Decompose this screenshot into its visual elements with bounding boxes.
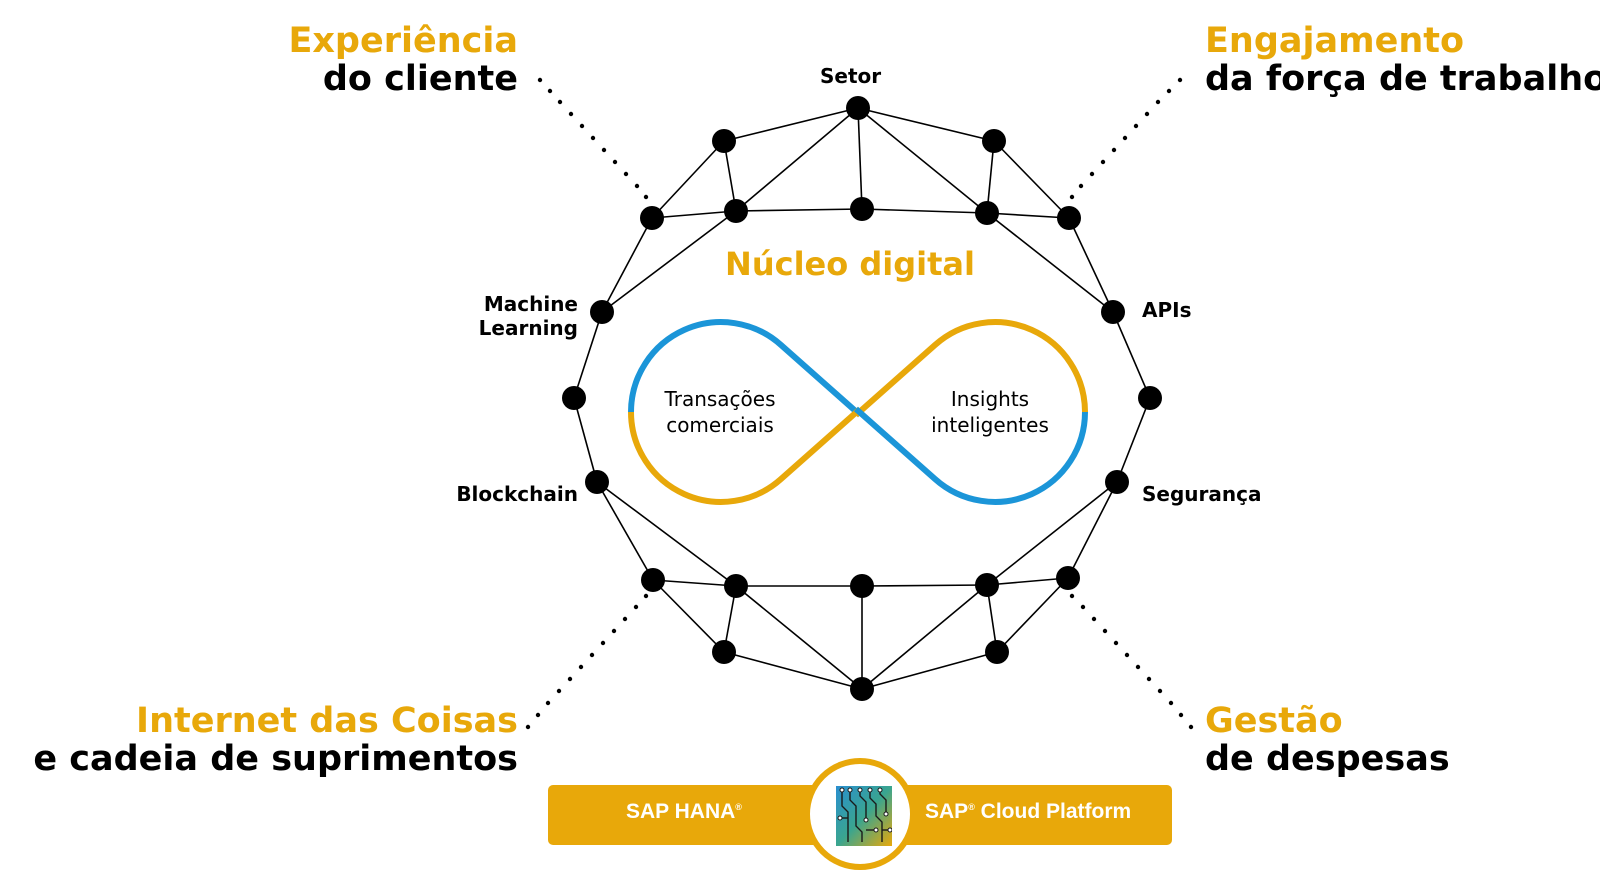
- node-label-line: Machine: [483, 292, 578, 316]
- graph-node: [1056, 566, 1080, 590]
- platform-name: SAP HANA: [626, 800, 736, 823]
- graph-edge: [1112, 311, 1151, 399]
- loop-label-line: Insights: [950, 387, 1030, 411]
- graph-edge: [596, 481, 737, 587]
- graph-node: [585, 470, 609, 494]
- node-label-industry: Setor: [820, 64, 882, 88]
- corner-expense-management: Gestão de despesas: [1205, 702, 1450, 778]
- corner-subtitle: de despesas: [1205, 739, 1450, 779]
- graph-edge: [993, 140, 1070, 219]
- graph-edge: [986, 212, 1070, 219]
- corner-highlight: Engajamento: [1205, 21, 1465, 61]
- graph-node: [641, 568, 665, 592]
- corner-highlight: Internet das Coisas: [136, 701, 518, 741]
- graph-node: [1101, 300, 1125, 324]
- graph-node: [712, 129, 736, 153]
- graph-node: [846, 96, 870, 120]
- dotted-connectors: [525, 77, 1194, 730]
- graph-edge: [857, 107, 988, 214]
- graph-node: [590, 300, 614, 324]
- center-title: Núcleo digital: [725, 245, 975, 283]
- infinity-right-top-arc: [854, 319, 1088, 418]
- graph-node: [640, 206, 664, 230]
- graph-edge: [1116, 397, 1151, 483]
- node-label-apis: APIs: [1142, 298, 1192, 322]
- graph-edge: [861, 208, 988, 214]
- graph-edge: [861, 651, 998, 690]
- node-label-security: Segurança: [1142, 482, 1262, 506]
- graph-edge: [735, 107, 859, 212]
- graph-edge: [573, 311, 603, 399]
- graph-edge: [986, 481, 1118, 586]
- graph-node: [850, 677, 874, 701]
- graph-node: [975, 573, 999, 597]
- graph-edge: [735, 208, 863, 212]
- loop-label-line: Transações: [664, 387, 776, 411]
- corner-customer-experience: Experiência do cliente: [240, 22, 518, 98]
- loop-label-insights: Insights inteligentes: [915, 386, 1065, 438]
- graph-node: [562, 386, 586, 410]
- graph-node: [712, 640, 736, 664]
- graph-edge: [1067, 481, 1118, 579]
- graph-edge: [601, 217, 653, 313]
- graph-node: [1105, 470, 1129, 494]
- graph-edge: [573, 397, 598, 483]
- platform-sap-hana: SAP HANA®: [626, 800, 742, 824]
- graph-nodes: [562, 96, 1162, 701]
- graph-edge: [652, 579, 725, 653]
- corner-highlight: Gestão: [1205, 701, 1343, 741]
- graph-node: [850, 574, 874, 598]
- graph-edge: [601, 210, 737, 313]
- loop-label-transactions: Transações comerciais: [645, 386, 795, 438]
- graph-node: [724, 574, 748, 598]
- loop-label-line: inteligentes: [931, 413, 1049, 437]
- platform-name: Cloud Platform: [980, 800, 1132, 823]
- registered-mark: ®: [968, 802, 975, 812]
- infinity-left-bottom-arc: [628, 406, 862, 505]
- registered-mark: ®: [735, 802, 742, 812]
- graph-edge: [857, 107, 995, 142]
- node-label-blockchain: Blockchain: [456, 482, 578, 506]
- corner-subtitle: e cadeia de suprimentos: [33, 739, 518, 779]
- infinity-right-bottom-arc: [854, 406, 1088, 505]
- infinity-loop: [628, 319, 1088, 505]
- corner-workforce-engagement: Engajamento da força de trabalho: [1205, 22, 1600, 98]
- infinity-left-top-arc: [628, 319, 862, 418]
- corner-subtitle: do cliente: [322, 59, 518, 99]
- platform-prefix: SAP: [925, 800, 969, 823]
- graph-node: [1138, 386, 1162, 410]
- graph-edge: [986, 140, 995, 214]
- graph-edge: [857, 107, 863, 210]
- graph-node: [850, 197, 874, 221]
- graph-edge: [735, 585, 863, 690]
- graph-node: [982, 129, 1006, 153]
- node-label-line: Learning: [478, 316, 578, 340]
- graph-edge: [596, 481, 654, 581]
- graph-edge: [652, 579, 737, 587]
- graph-edge: [986, 212, 1114, 313]
- graph-edge: [996, 577, 1069, 653]
- graph-edge: [651, 210, 737, 219]
- graph-edge: [723, 107, 859, 142]
- corner-highlight: Experiência: [288, 21, 518, 61]
- corner-subtitle: da força de trabalho: [1205, 59, 1600, 99]
- graph-edge: [723, 651, 863, 690]
- loop-label-line: comerciais: [666, 413, 774, 437]
- graph-node: [724, 199, 748, 223]
- graph-edge: [861, 584, 988, 690]
- graph-edge: [1068, 217, 1114, 313]
- graph-node: [975, 201, 999, 225]
- graph-edge: [651, 140, 725, 219]
- graph-node: [1057, 206, 1081, 230]
- graph-edge: [986, 577, 1069, 586]
- graph-edge: [861, 584, 988, 587]
- corner-iot-supply-chain: Internet das Coisas e cadeia de suprimen…: [20, 702, 518, 778]
- platform-sap-cloud: SAP® Cloud Platform: [925, 800, 1131, 824]
- circuit-chip-icon: [836, 786, 892, 846]
- graph-node: [985, 640, 1009, 664]
- node-label-machine-learning: Machine Learning: [440, 292, 578, 340]
